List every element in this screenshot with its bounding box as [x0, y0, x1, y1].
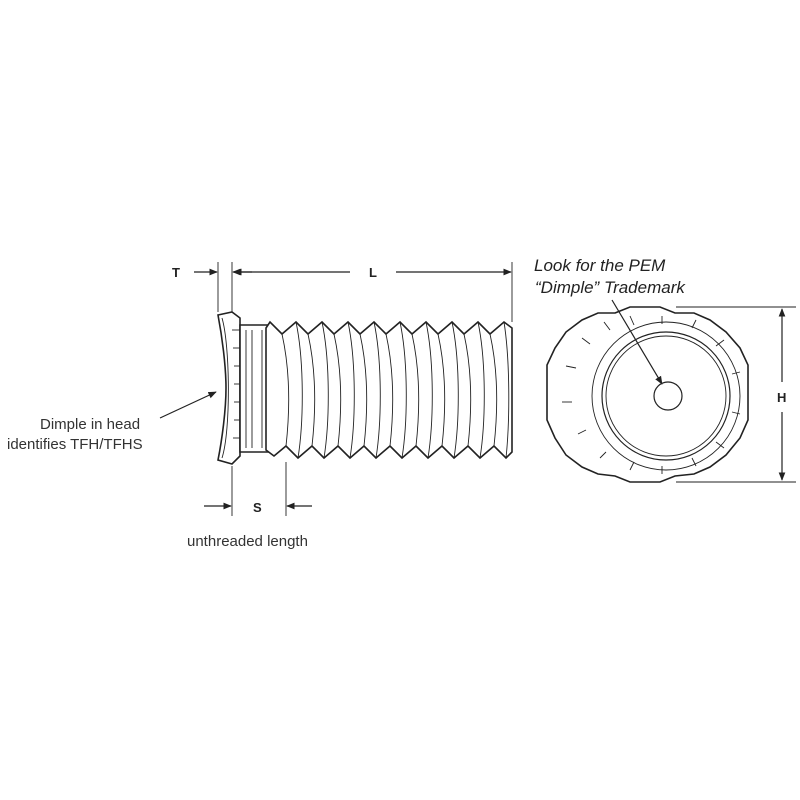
- dim-label-s: S: [253, 500, 262, 515]
- dimension-t: T: [172, 262, 252, 312]
- pem-dimple-icon: [653, 381, 683, 411]
- dim-label-l: L: [369, 265, 377, 280]
- dim-label-t: T: [172, 265, 180, 280]
- head-knurl: [232, 329, 240, 439]
- trademark-line1: Look for the PEM: [534, 256, 666, 275]
- stud-head: [217, 311, 241, 465]
- end-knurl-teeth: [562, 315, 741, 474]
- stud-side-view: [217, 311, 513, 465]
- end-shank-circle: [601, 331, 731, 461]
- trademark-line2: “Dimple” Trademark: [535, 278, 686, 297]
- end-shank-inner: [605, 335, 727, 457]
- thread-lines: [281, 321, 510, 459]
- dimple-head-line1: Dimple in head: [40, 416, 140, 433]
- end-inner-ring: [591, 321, 741, 471]
- head-dimple-curve: [221, 317, 229, 459]
- dimple-head-line2: identifies TFH/TFHS: [7, 436, 143, 453]
- dimple-head-callout: Dimple in head identifies TFH/TFHS: [7, 391, 217, 453]
- dimension-h: H: [676, 306, 796, 483]
- pem-trademark-callout: Look for the PEM “Dimple” Trademark: [534, 256, 686, 385]
- unthreaded-shank: [239, 324, 269, 453]
- threaded-body: [265, 320, 513, 460]
- dimension-s: S: [204, 462, 312, 516]
- dimension-l: L: [233, 262, 513, 322]
- unthreaded-length-label: unthreaded length: [187, 533, 308, 550]
- dim-label-h: H: [777, 390, 786, 405]
- head-outline-knurled: [546, 306, 749, 483]
- stud-end-view: [546, 306, 749, 483]
